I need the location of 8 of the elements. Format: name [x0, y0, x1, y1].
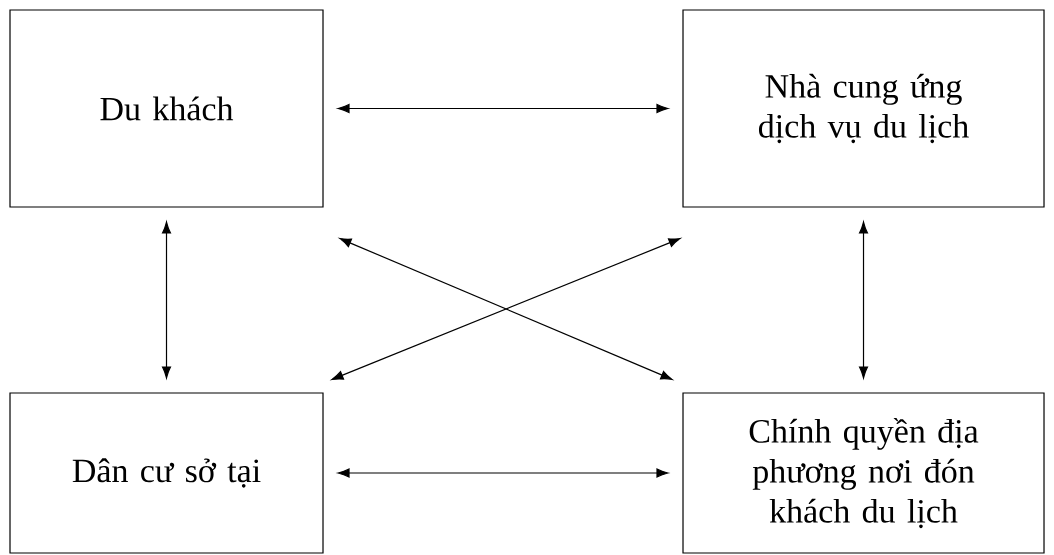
- process-box: Dân cư sở tại: [9, 392, 324, 554]
- double-arrow: [337, 468, 669, 478]
- process-box: Nhà cung ứng dịch vụ du lịch: [682, 9, 1045, 208]
- double-arrow: [337, 103, 669, 114]
- process-box: Du khách: [9, 9, 324, 208]
- process-box: Chính quyền địa phương nơi đón khách du lịch: [682, 392, 1045, 554]
- double-arrow: [161, 221, 172, 379]
- double-arrow: [858, 221, 869, 379]
